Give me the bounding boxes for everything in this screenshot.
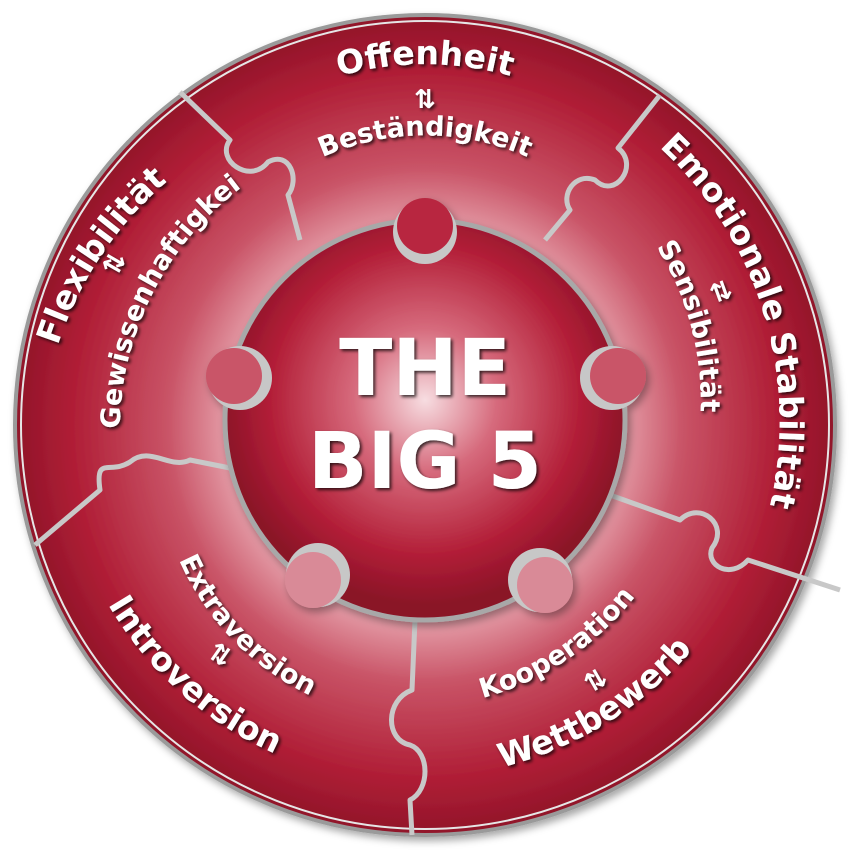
center-piece — [206, 198, 646, 623]
center-title-line1: THE — [339, 324, 511, 414]
center-notch-bottomleft-fill — [285, 552, 341, 608]
center-notch-top-fill — [397, 198, 453, 254]
seam-bottom — [389, 619, 428, 836]
openness-arrow: ⇅ — [414, 85, 436, 115]
outer-ring-rim — [20, 20, 830, 830]
center-notch-bottomright-fill — [517, 557, 573, 613]
center-title-line2: BIG 5 — [308, 417, 542, 507]
seam-left — [33, 453, 241, 547]
center-notch-right-fill — [590, 348, 646, 404]
center-notch-left-fill — [206, 348, 262, 404]
seam-top-right — [543, 93, 662, 242]
seam-top-left — [178, 90, 303, 241]
seam-right — [609, 492, 841, 593]
puzzle-seams — [33, 90, 841, 836]
center-title: THE BIG 5 — [308, 324, 542, 507]
